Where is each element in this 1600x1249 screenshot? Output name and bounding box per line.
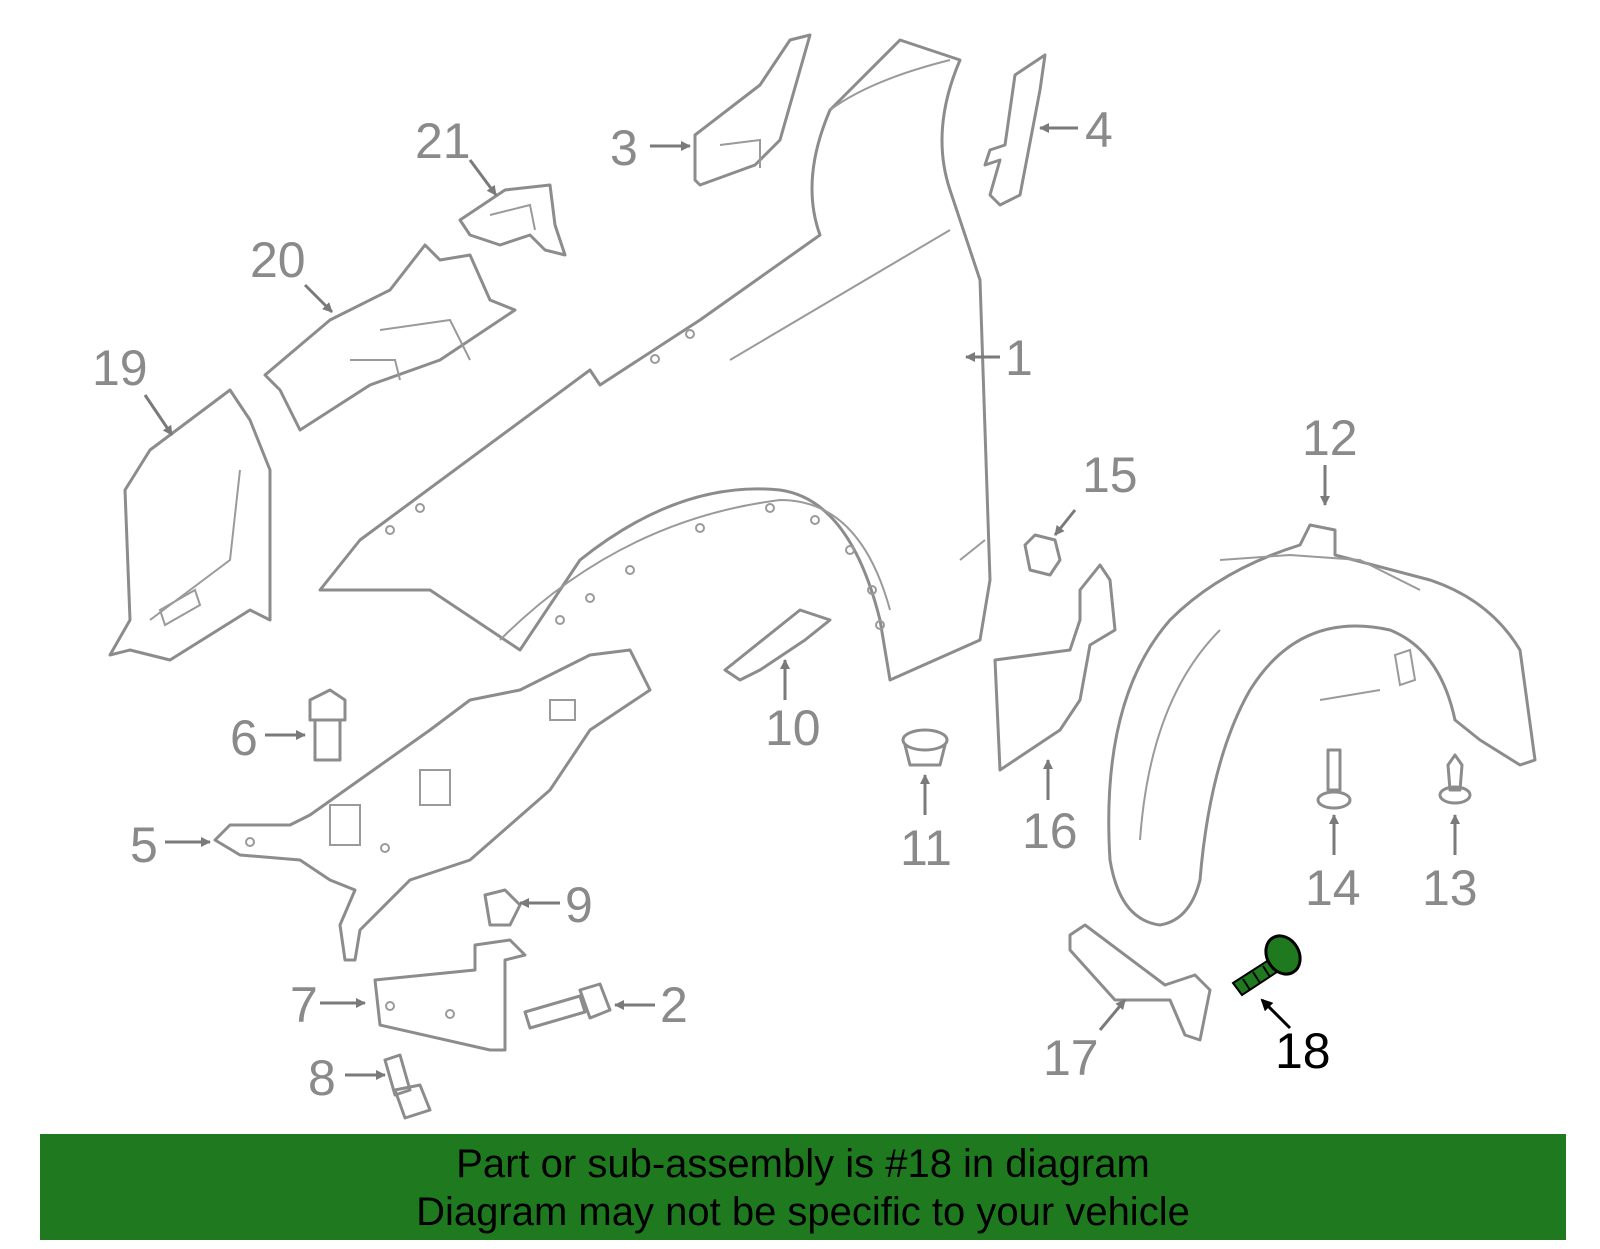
callout-19: 19 xyxy=(92,340,148,396)
callout-4: 4 xyxy=(1085,102,1113,158)
callout-20: 20 xyxy=(250,232,306,288)
callout-15: 15 xyxy=(1082,447,1138,503)
bracket-7-part xyxy=(373,938,527,1052)
bolt-2-part xyxy=(523,982,612,1030)
bracket-4-part xyxy=(983,53,1047,207)
clip-9-part xyxy=(483,888,522,927)
callout-9: 9 xyxy=(565,877,593,933)
callout-21: 21 xyxy=(415,113,471,169)
info-banner: Part or sub-assembly is #18 in diagram D… xyxy=(40,1134,1566,1240)
shield-17-part xyxy=(1068,923,1212,1042)
apron-5-part xyxy=(213,648,652,962)
panel-19-part xyxy=(108,388,272,662)
nut-15-part xyxy=(1023,533,1062,577)
screw-14-part xyxy=(1316,748,1352,810)
panel-20-part xyxy=(263,243,517,432)
callout-7: 7 xyxy=(290,977,318,1033)
callout-2: 2 xyxy=(660,977,688,1033)
bracket-21-part xyxy=(458,183,567,257)
fender-liner-12-part xyxy=(1107,523,1537,927)
callout-17: 17 xyxy=(1043,1030,1099,1086)
callout-5: 5 xyxy=(130,817,158,873)
callout-3: 3 xyxy=(610,120,638,176)
callout-6: 6 xyxy=(230,710,258,766)
fender-part xyxy=(318,38,992,682)
banner-line-2: Diagram may not be specific to your vehi… xyxy=(416,1190,1190,1234)
callout-16: 16 xyxy=(1022,803,1078,859)
callout-14: 14 xyxy=(1305,860,1361,916)
callout-10: 10 xyxy=(765,700,821,756)
callout-18: 18 xyxy=(1275,1023,1331,1079)
bolt-6-part xyxy=(308,688,347,762)
callout-12: 12 xyxy=(1302,410,1358,466)
callout-11: 11 xyxy=(900,820,952,876)
screw-18-part xyxy=(1231,934,1302,997)
nut-11-part xyxy=(901,728,949,767)
bracket-3-part xyxy=(693,33,812,187)
shield-16-part xyxy=(993,563,1117,772)
callout-8: 8 xyxy=(308,1050,336,1106)
banner-line-1: Part or sub-assembly is #18 in diagram xyxy=(456,1142,1150,1186)
clip-13-part xyxy=(1438,753,1472,805)
callout-13: 13 xyxy=(1422,860,1478,916)
callout-1: 1 xyxy=(1005,330,1033,386)
bracket-10-part xyxy=(723,608,832,682)
bolt-8-part xyxy=(383,1053,432,1120)
